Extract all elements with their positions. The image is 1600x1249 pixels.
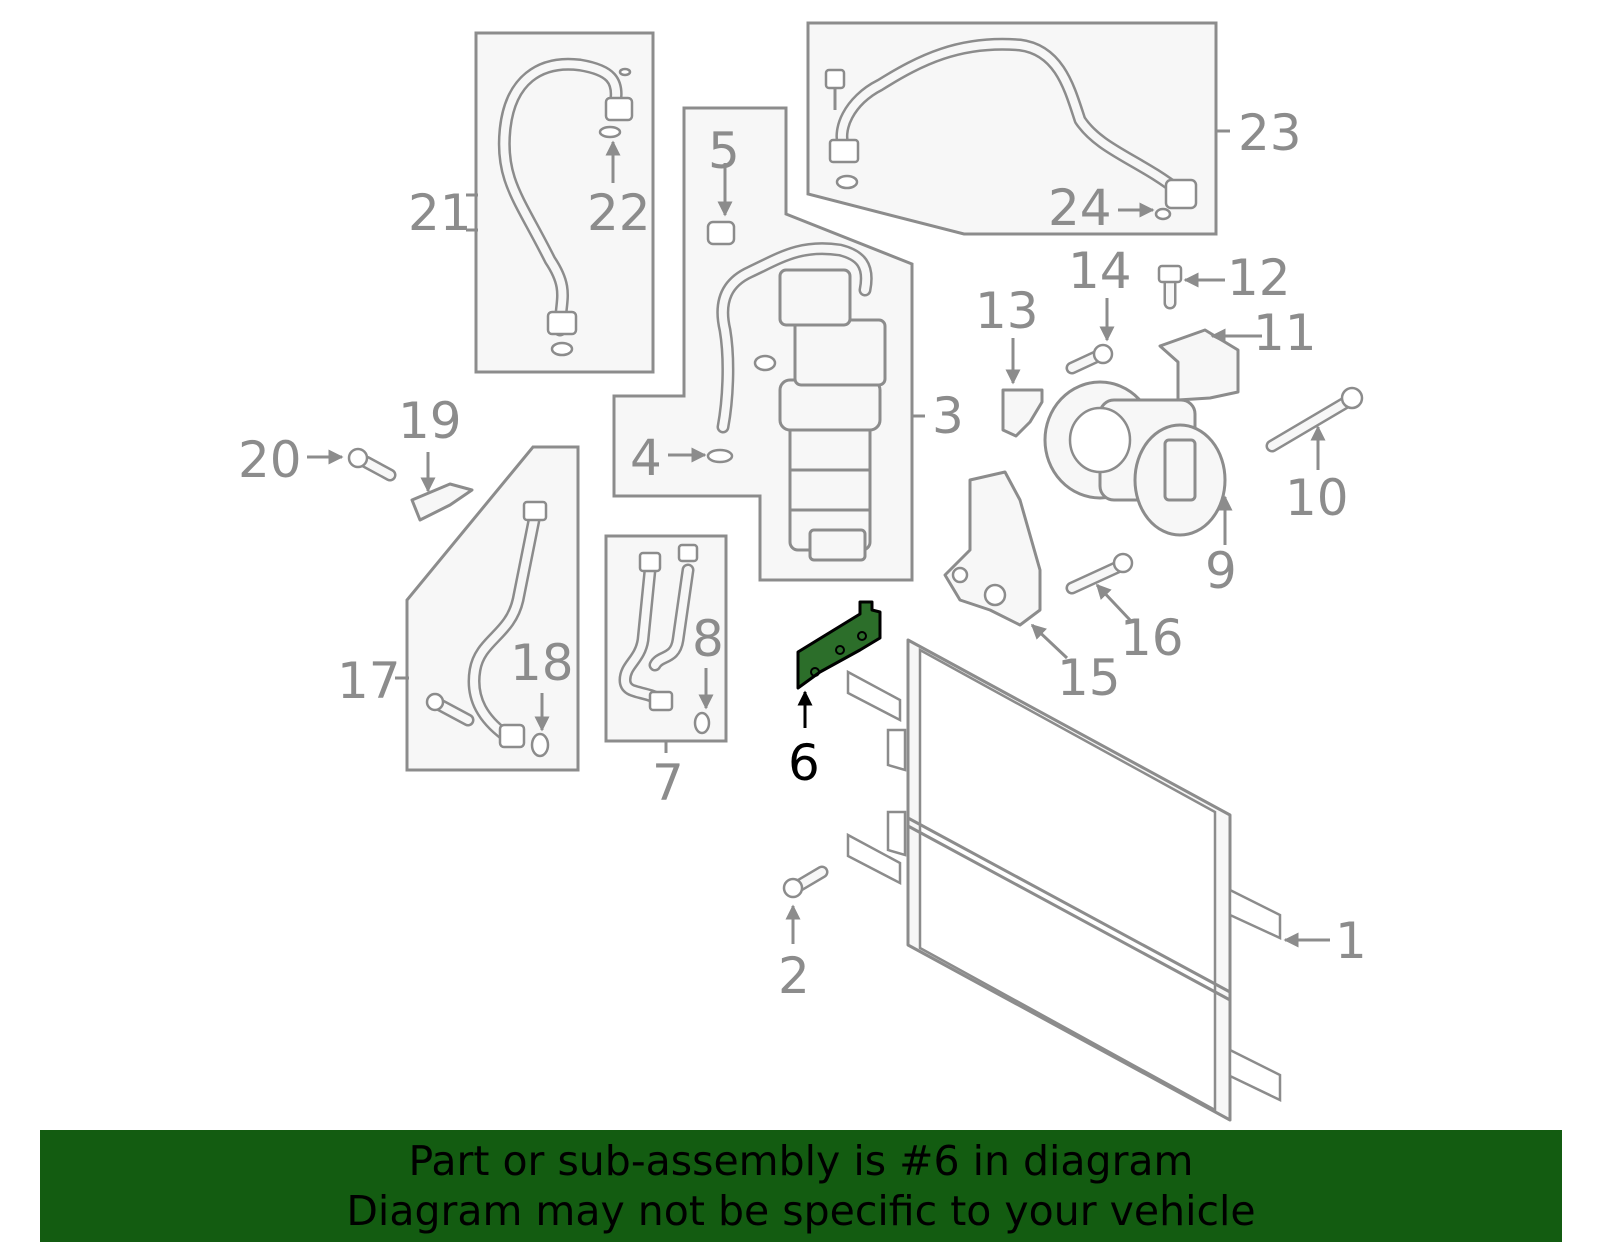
callout-7: 7 xyxy=(652,754,684,812)
callout-1: 1 xyxy=(1335,912,1367,970)
callout-5: 5 xyxy=(708,122,740,180)
callout-3: 3 xyxy=(932,387,964,445)
callout-11: 11 xyxy=(1253,304,1317,362)
part-2-bolt xyxy=(782,865,829,944)
callout-2: 2 xyxy=(778,947,810,1005)
banner-line-part-number: Part or sub-assembly is #6 in diagram xyxy=(408,1137,1194,1185)
callout-12: 12 xyxy=(1227,249,1291,307)
callout-17: 17 xyxy=(337,652,401,710)
callout-8: 8 xyxy=(692,610,724,668)
part-10-bolt xyxy=(1265,386,1364,470)
part-7-hose-group xyxy=(604,534,728,753)
callout-13: 13 xyxy=(975,282,1039,340)
callout-18: 18 xyxy=(510,634,574,692)
callout-23: 23 xyxy=(1238,104,1302,162)
part-1-condenser xyxy=(846,638,1330,1122)
part-12-bolt xyxy=(1157,264,1225,310)
part-17-hose-group xyxy=(395,445,580,772)
info-banner: Part or sub-assembly is #6 in diagram Di… xyxy=(40,1130,1562,1242)
callout-14: 14 xyxy=(1068,242,1132,300)
part-9-compressor-group xyxy=(1043,380,1233,545)
callout-21: 21 xyxy=(408,184,472,242)
callout-10: 10 xyxy=(1285,469,1349,527)
banner-line-disclaimer: Diagram may not be specific to your vehi… xyxy=(346,1187,1256,1235)
parts-diagram: 1 2 3 4 5 6 7 8 9 10 11 12 13 14 15 16 1… xyxy=(238,21,1367,1122)
part-20-bolt xyxy=(307,447,397,482)
part-13-bracket xyxy=(1001,338,1044,438)
part-6-bracket-highlighted[interactable] xyxy=(796,600,882,728)
part-15-bracket xyxy=(943,470,1069,660)
part-11-bracket xyxy=(1158,328,1262,402)
callout-9: 9 xyxy=(1205,542,1237,600)
callout-labels: 1 2 3 4 5 6 7 8 9 10 11 12 13 14 15 16 1… xyxy=(238,104,1367,1005)
callout-20: 20 xyxy=(238,431,302,489)
callout-4: 4 xyxy=(630,429,662,487)
callout-22: 22 xyxy=(587,184,651,242)
callout-24: 24 xyxy=(1048,179,1112,237)
part-19-bracket xyxy=(410,452,474,522)
callout-16: 16 xyxy=(1120,609,1184,667)
callout-6: 6 xyxy=(788,734,820,792)
part-14-bolt xyxy=(1065,298,1115,375)
part-3-accumulator-group xyxy=(612,106,925,582)
part-21-hose-group xyxy=(466,31,655,374)
callout-15: 15 xyxy=(1057,649,1121,707)
callout-19: 19 xyxy=(398,392,462,450)
part-23-hose-group xyxy=(806,21,1230,236)
part-16-bolt xyxy=(1065,552,1134,622)
